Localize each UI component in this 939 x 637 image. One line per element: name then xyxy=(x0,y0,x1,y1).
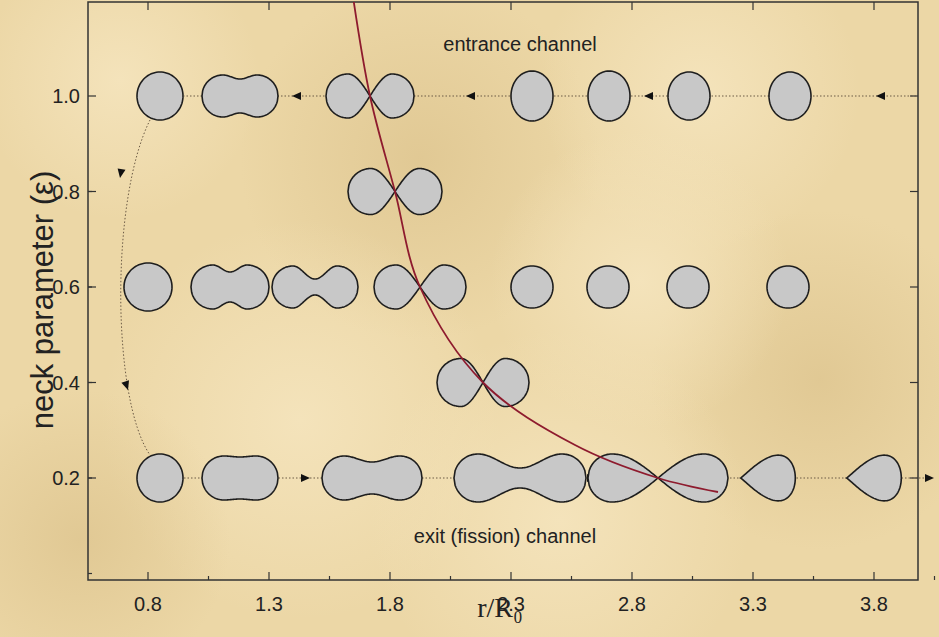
channel-label: entrance channel xyxy=(443,34,596,54)
nucleus-shape xyxy=(741,455,796,501)
nucleus-shape xyxy=(272,266,358,308)
channel-label: exit (fission) channel xyxy=(414,526,596,546)
nucleus-shape xyxy=(124,263,172,311)
tick-label: 0.2 xyxy=(52,468,80,488)
arrowhead xyxy=(925,474,934,482)
nucleus-shape xyxy=(202,75,278,117)
tick-label: 3.8 xyxy=(860,594,888,614)
arrowhead xyxy=(121,380,131,391)
scission-line xyxy=(352,2,718,492)
tick-label: 3.3 xyxy=(739,594,767,614)
arrowhead xyxy=(466,92,475,100)
texture-blot xyxy=(490,130,790,430)
tick-label: 2.8 xyxy=(618,594,646,614)
nucleus-shape xyxy=(511,71,553,121)
tick-label: 1.0 xyxy=(52,86,80,106)
nuclear-shapes xyxy=(124,71,901,502)
nucleus-shape xyxy=(511,266,553,308)
nucleus-shape xyxy=(769,72,811,120)
nucleus-shape xyxy=(847,455,902,501)
arrowhead xyxy=(116,168,125,178)
nucleus-shape xyxy=(322,456,422,500)
nucleus-shape xyxy=(137,72,183,120)
arrowhead xyxy=(644,92,653,100)
nucleus-shape xyxy=(588,71,630,121)
nucleus-shape xyxy=(587,266,629,308)
nucleus-shape xyxy=(137,454,183,502)
tick-label: 0.8 xyxy=(52,182,80,202)
tick-label: 2.3 xyxy=(497,594,525,614)
tick-label: 0.8 xyxy=(134,594,162,614)
tick-label: 0.4 xyxy=(52,373,80,393)
arrowhead xyxy=(301,474,310,482)
nucleus-shape xyxy=(191,265,269,309)
arrowhead xyxy=(292,92,301,100)
tick-label: 1.8 xyxy=(376,594,404,614)
tick-label: 0.6 xyxy=(52,277,80,297)
tick-label: 1.3 xyxy=(255,594,283,614)
nucleus-shape xyxy=(202,456,278,500)
arrowhead xyxy=(876,92,885,100)
tick-marks xyxy=(88,2,935,580)
nucleus-shape xyxy=(667,266,709,308)
nucleus-shape xyxy=(454,454,586,502)
plot-frame xyxy=(88,2,918,580)
nucleus-shape xyxy=(668,72,710,120)
nucleus-shape xyxy=(767,266,809,308)
trajectory xyxy=(121,96,930,478)
